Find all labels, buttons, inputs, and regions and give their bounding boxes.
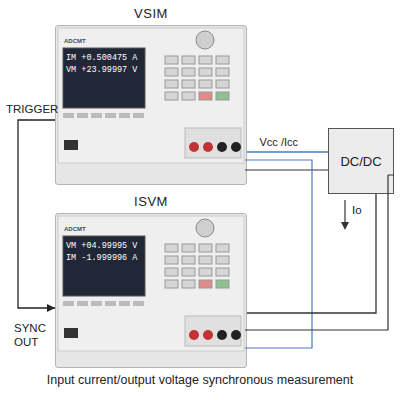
key <box>165 56 178 64</box>
red-terminal <box>203 330 213 340</box>
key <box>199 244 212 252</box>
red-terminal <box>189 330 199 340</box>
key <box>216 92 229 100</box>
soft-key <box>91 113 102 118</box>
key <box>199 56 212 64</box>
soft-key <box>105 301 116 306</box>
instrument-unit: ISVM <box>55 213 247 368</box>
key <box>165 92 178 100</box>
key <box>216 56 229 64</box>
connector-line <box>18 120 55 308</box>
power-switch <box>64 328 78 338</box>
signal-name: SYNC OUT <box>14 322 58 350</box>
current-arrow <box>344 200 345 226</box>
key <box>182 80 195 88</box>
front-panel <box>58 28 244 163</box>
connector-line <box>247 151 328 152</box>
connector-line <box>247 194 376 313</box>
red-terminal <box>203 142 213 152</box>
instrument-unit: VSIM <box>55 25 247 185</box>
soft-key <box>133 301 144 306</box>
key <box>182 256 195 264</box>
key <box>182 56 195 64</box>
display-screen <box>63 236 145 296</box>
trigger-line <box>18 120 55 312</box>
key <box>216 80 229 88</box>
soft-key <box>63 113 74 118</box>
soft-key <box>119 113 130 118</box>
key <box>165 268 178 276</box>
isvm-front-panel <box>58 216 244 351</box>
wire-connector <box>247 152 328 153</box>
key <box>182 68 195 76</box>
soft-key <box>105 113 116 118</box>
rotary-knob <box>196 31 214 49</box>
power-switch <box>64 140 78 150</box>
figure-caption: Input current/output voltage synchronous… <box>0 373 400 387</box>
terminal-plate <box>185 316 241 346</box>
front-panel <box>58 216 244 351</box>
key <box>165 68 178 76</box>
key <box>165 80 178 88</box>
wire-connector <box>247 194 376 313</box>
black-terminal <box>231 142 241 152</box>
sense-wire <box>245 169 328 170</box>
key <box>182 268 195 276</box>
soft-key <box>77 113 88 118</box>
key <box>165 244 178 252</box>
black-terminal <box>217 330 227 340</box>
black-terminal <box>231 330 241 340</box>
instrument-title: ISVM <box>56 194 246 209</box>
key <box>199 268 212 276</box>
display-screen <box>63 48 145 108</box>
key <box>199 68 212 76</box>
soft-key <box>91 301 102 306</box>
soft-key <box>63 301 74 306</box>
black-terminal <box>217 142 227 152</box>
current-arrow-head <box>341 222 349 230</box>
box-label: DC/DC <box>340 154 381 169</box>
soft-key <box>77 301 88 306</box>
key <box>216 268 229 276</box>
wire-label: Vcc /Icc <box>260 136 299 149</box>
key <box>182 244 195 252</box>
key <box>199 280 212 288</box>
key <box>182 92 195 100</box>
arrow-head <box>47 304 55 312</box>
vsim-front-panel <box>58 28 244 163</box>
output-wire <box>245 175 394 330</box>
red-terminal <box>189 142 199 152</box>
key <box>216 244 229 252</box>
key <box>182 280 195 288</box>
terminal-plate <box>185 128 241 158</box>
key <box>199 92 212 100</box>
key <box>199 80 212 88</box>
soft-key <box>119 301 130 306</box>
signal-name: TRIGGER <box>6 103 58 117</box>
rotary-knob <box>196 219 214 237</box>
current-label: Io <box>352 204 362 218</box>
key <box>216 256 229 264</box>
key <box>199 256 212 264</box>
converter-box: DC/DC <box>328 128 394 194</box>
key <box>165 280 178 288</box>
key <box>216 280 229 288</box>
key <box>165 256 178 264</box>
blue-wire <box>245 160 312 348</box>
key <box>216 68 229 76</box>
soft-key <box>133 113 144 118</box>
instrument-title: VSIM <box>56 6 246 21</box>
